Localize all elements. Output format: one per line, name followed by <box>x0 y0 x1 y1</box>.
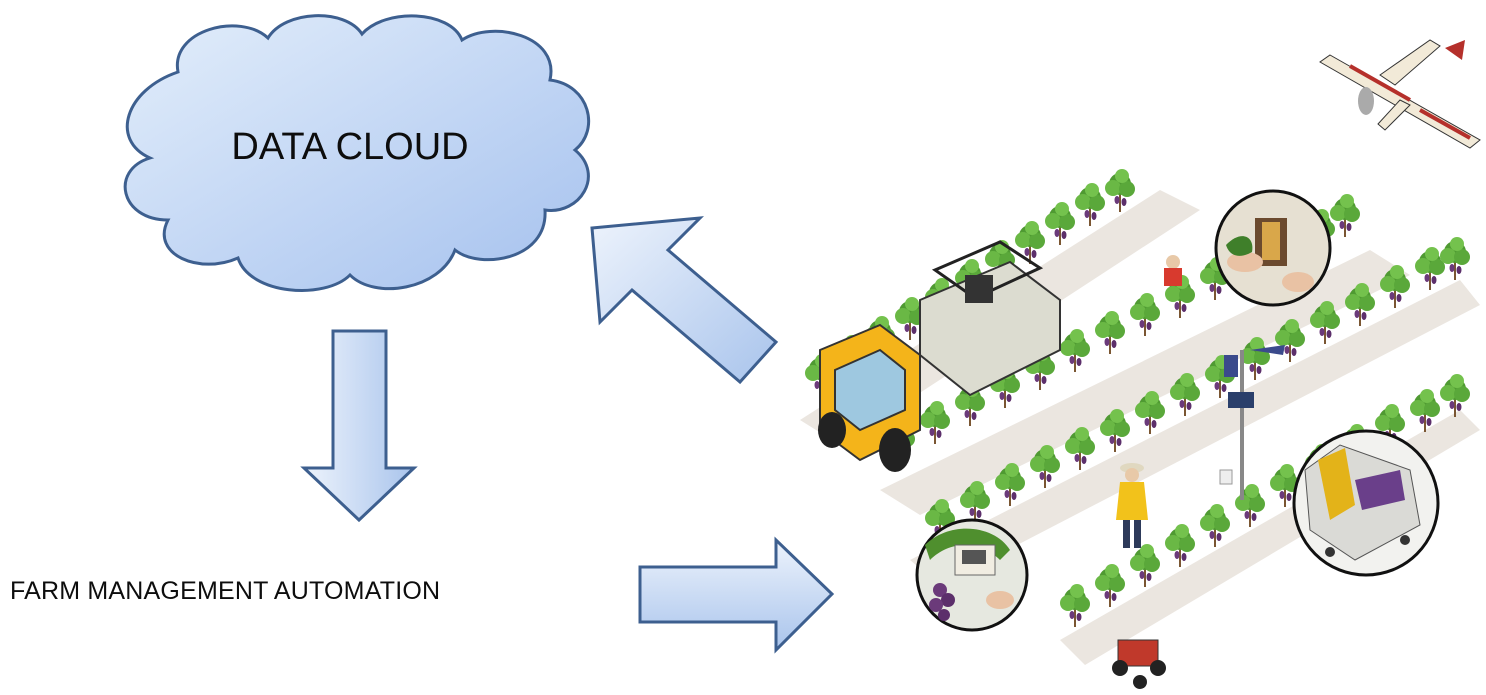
data-cloud-label: DATA CLOUD <box>231 126 469 168</box>
farm-management-automation-label: FARM MANAGEMENT AUTOMATION <box>10 577 441 605</box>
drone-plane-icon <box>1319 39 1481 149</box>
arrow-to-automation <box>300 329 418 523</box>
tractor-icon <box>818 240 1061 472</box>
weather-station-icon <box>1219 345 1285 500</box>
farm-robot-icon <box>1112 639 1166 689</box>
handheld-sensor-inset-icon <box>915 518 1029 632</box>
grape-sorter-inset-icon <box>1292 429 1440 577</box>
worker-icon <box>1116 463 1148 548</box>
cloud-shape <box>123 14 591 292</box>
farmer-icon <box>1164 255 1182 286</box>
vineyard-row-ground <box>880 250 1410 515</box>
arrow-to-farm <box>638 536 835 654</box>
vineyard-illustration <box>800 39 1481 689</box>
arrow-right-shape <box>638 536 835 654</box>
arrow-down-shape <box>300 329 418 523</box>
vineyard-row-ground <box>910 280 1480 585</box>
arrow-to-cloud <box>590 216 779 385</box>
sensor-inset-icon <box>1214 189 1332 307</box>
arrow-up-left-shape <box>590 216 779 385</box>
data-cloud <box>123 14 591 292</box>
